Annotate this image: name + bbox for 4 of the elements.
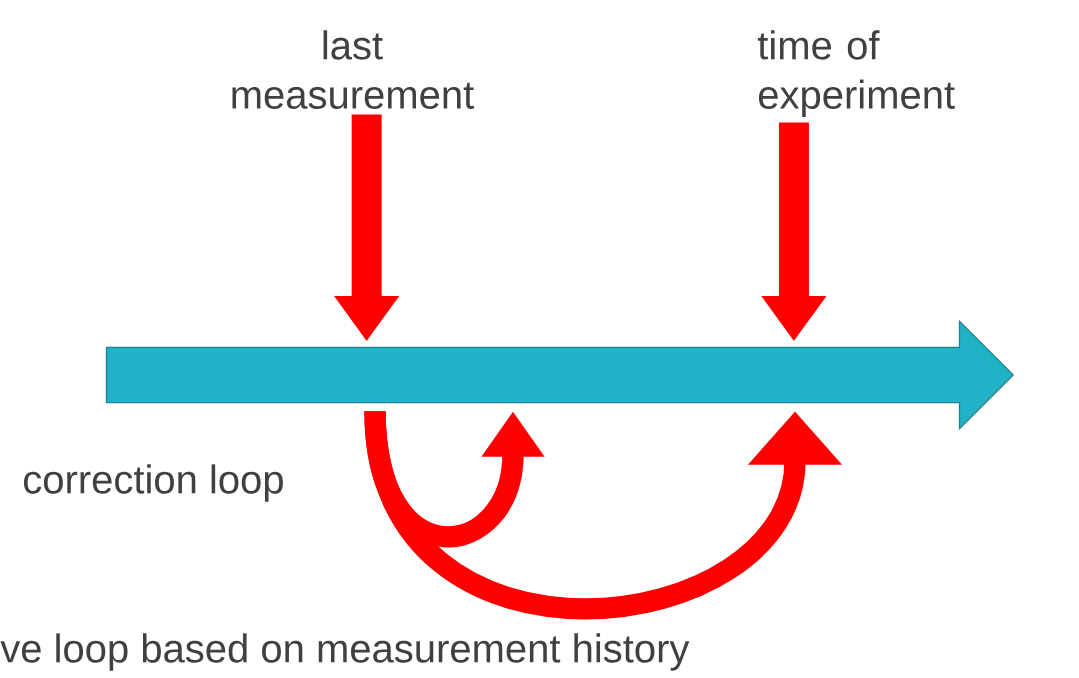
caption-text: time of experiment: [757, 30, 955, 117]
loop-label: ve loop based on measurement history: [0, 633, 690, 671]
loop-label: correction loop: [23, 464, 283, 502]
caption-text: last measurement: [232, 30, 474, 109]
